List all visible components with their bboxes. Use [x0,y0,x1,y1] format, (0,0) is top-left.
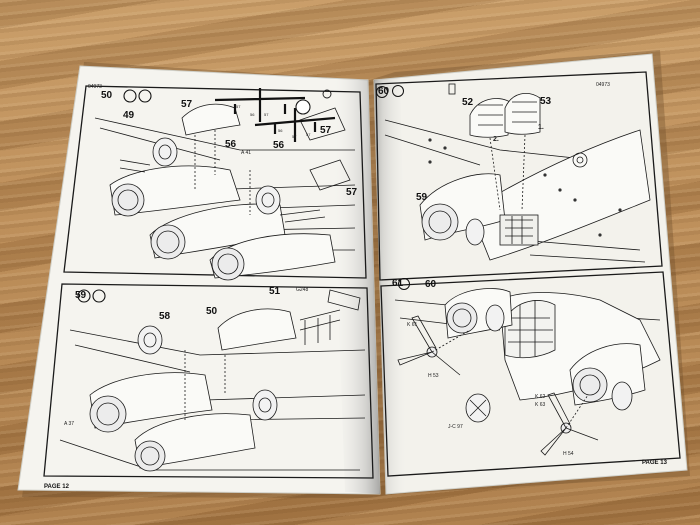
part-number-label: 57 [320,125,332,136]
propeller-nose-drawing [394,288,661,456]
part-number-label: 51 [269,286,281,297]
page-number-left: PAGE 12 [44,484,69,490]
part-code-label: K 62 [535,394,546,400]
part-number-label: 57 [346,187,358,198]
step-number-bottom-right: 61 [392,278,404,289]
part-code-label: A 41 [241,150,252,156]
part-number-label: 57 [181,99,193,110]
step-number-bottom-left: 59 [75,290,87,301]
part-number-label: 49 [123,110,135,121]
part-code-label: H 54 [563,451,574,457]
wing-engine-drawing-top [94,88,356,281]
part-number-label: 56 [273,140,285,151]
inset-label: 56 [250,112,255,117]
part-number-label: 60 [425,279,437,290]
part-number-label: 53 [540,96,552,107]
part-code-label: J-C 97 [448,424,463,430]
part-number-label: 50 [206,306,218,317]
part-code-label: H 53 [428,373,439,379]
panel-step-61 [380,271,681,477]
inset-label: 57 [306,132,311,137]
fuselage-cockpit-drawing [384,83,651,263]
panel-step-59 [43,283,374,479]
page-number-right: PAGE 13 [642,460,667,466]
part-code-label: A 37 [64,421,75,427]
left-page-code: 04973 [88,84,102,90]
inset-label: 56 [278,128,283,133]
inset-label: 57 [264,112,269,117]
part-number-label: 56 [225,139,237,150]
panel-step-50 [63,85,367,279]
substep-label: 2. [493,136,499,143]
part-code-label: K 61 [407,322,418,328]
part-number-label: 52 [462,97,474,108]
panel-step-60 [375,71,663,281]
inset-label: 57 [292,134,297,139]
right-page-code: 04973 [596,82,610,88]
part-number-label: 58 [159,311,171,322]
part-code-label: K 63 [535,402,546,408]
part-number-label: 59 [416,192,428,203]
substep-label: 1. [538,124,544,131]
inset-label: 57 [236,104,241,109]
step-number-top-right: 60 [378,86,390,97]
part-code-label: G248 [296,287,309,293]
wing-engine-drawing-bottom [59,289,366,472]
step-number-top-left: 50 [101,90,113,101]
